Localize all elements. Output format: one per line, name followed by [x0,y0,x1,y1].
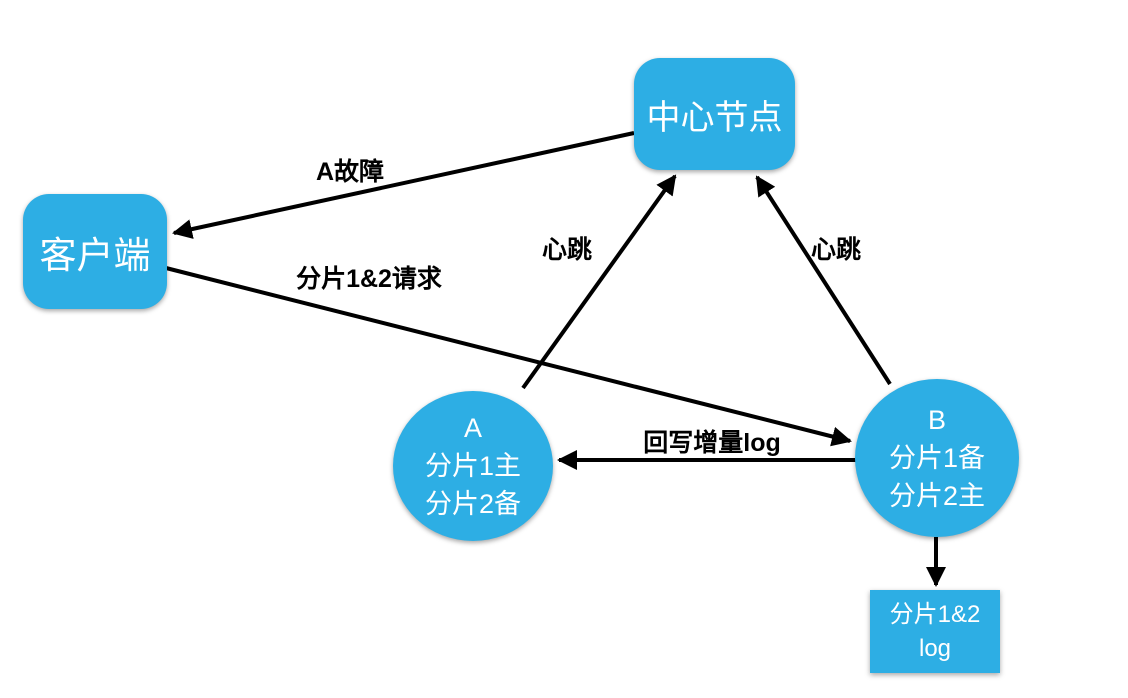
edge-label-heartbeat-b: 心跳 [810,236,862,264]
node-log-line2: log [918,634,952,662]
node-b-shard2-role: 分片2主 [888,481,986,511]
node-client-label: 客户端 [39,234,151,276]
node-log: 分片1&2 log [870,590,1000,673]
node-a: A 分片1主 分片2备 [393,391,553,541]
node-central-label: 中心节点 [646,98,783,137]
node-b: B 分片1备 分片2主 [855,379,1019,537]
edge-label-writeback: 回写增量log [643,429,781,457]
arrow-shard-request [161,265,852,447]
node-central: 中心节点 [634,58,795,170]
arrow-heartbeat-b [755,175,892,386]
node-a-shard1-role: 分片1主 [424,451,522,481]
node-a-shard2-role: 分片2备 [424,489,522,519]
node-log-line1: 分片1&2 [889,600,981,628]
node-a-title: A [463,413,482,443]
node-b-shard1-role: 分片1备 [888,443,986,473]
arrow-heartbeat-a [521,174,677,390]
node-b-title: B [927,405,946,435]
edge-label-a-failure: A故障 [315,158,385,186]
edge-label-shard-request: 分片1&2请求 [296,265,442,293]
edge-label-heartbeat-a: 心跳 [541,236,593,264]
arrow-a-failure [172,131,635,239]
node-client: 客户端 [23,194,167,309]
